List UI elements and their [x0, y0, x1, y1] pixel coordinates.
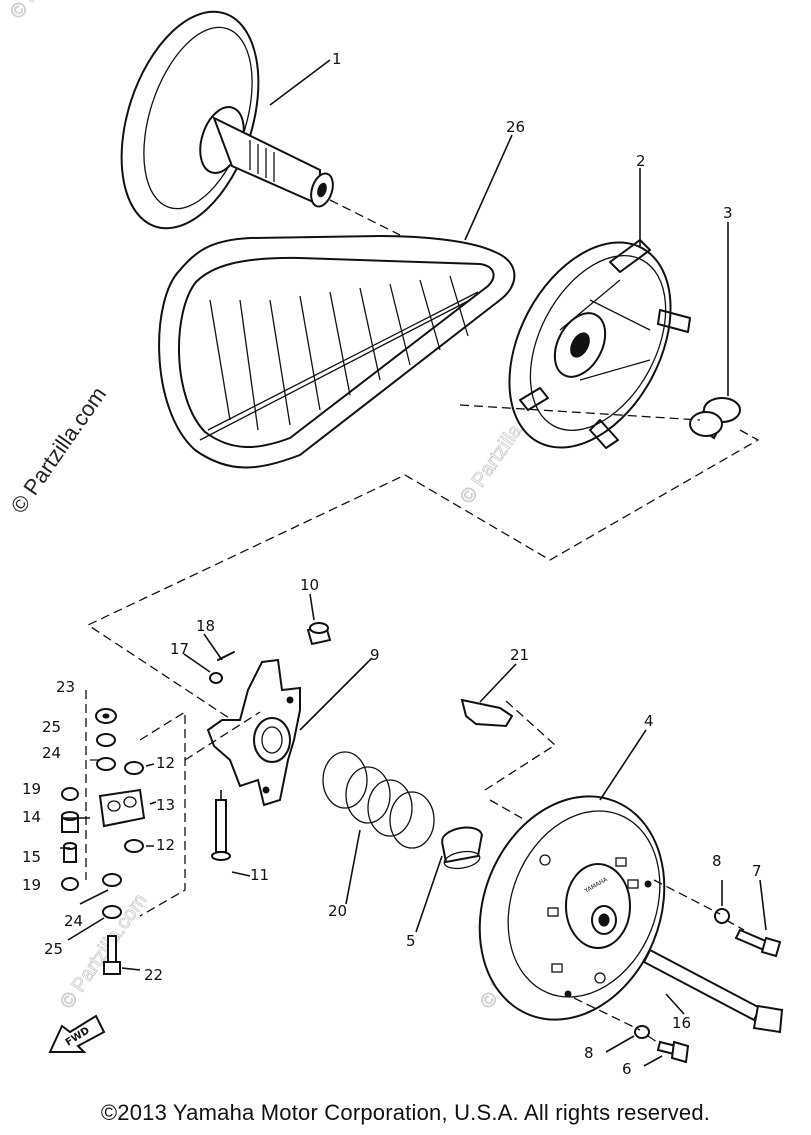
callout-25a: 25: [42, 718, 61, 736]
callout-7: 7: [752, 862, 762, 880]
callout-13: 13: [156, 796, 175, 814]
guide-frame-upper: [86, 404, 760, 746]
callout-8a: 8: [712, 852, 722, 870]
callout-4: 4: [644, 712, 654, 730]
watermark-partzilla: © Partzilla.com: [6, 382, 112, 518]
part-3-bushing: [689, 397, 741, 440]
callout-24a: 24: [42, 744, 61, 762]
guide-line-21: [484, 699, 557, 791]
callout-15: 15: [22, 848, 41, 866]
part-20-spring: [322, 751, 435, 849]
faint-watermarks: © Partzilla.com © Partzilla.com © Partzi…: [6, 0, 572, 1013]
part-10-collar: [306, 622, 332, 646]
guide-lines-stack: [85, 690, 100, 880]
callout-21: 21: [510, 646, 529, 664]
copyright-notice: ©2013 Yamaha Motor Corporation, U.S.A. A…: [100, 1100, 711, 1125]
callout-20: 20: [328, 902, 347, 920]
callout-25b: 25: [44, 940, 63, 958]
guide-frame-left: [139, 710, 261, 917]
callout-6: 6: [622, 1060, 632, 1078]
part-17-18-pin-clip: [209, 651, 235, 684]
part-2-movable-sheave: [508, 239, 691, 449]
callout-numbers: 1 26 2 3 10 18 17 9 21 23 4 25 24 12 19 …: [22, 50, 762, 1078]
left-hardware-stack: [61, 708, 146, 975]
part-11-pin: [211, 799, 231, 861]
callout-18: 18: [196, 617, 215, 635]
callout-12a: 12: [156, 754, 175, 772]
callout-22: 22: [144, 966, 163, 984]
callout-10: 10: [300, 576, 319, 594]
exploded-view-diagram: © Partzilla.com © Partzilla.com © Partzi…: [6, 0, 784, 1078]
callout-26: 26: [506, 118, 525, 136]
leader-lines: [60, 59, 767, 1067]
callout-3: 3: [723, 204, 733, 222]
callout-12b: 12: [156, 836, 175, 854]
guide-line-4: [489, 799, 526, 821]
callout-11: 11: [250, 866, 269, 884]
part-21-weight: [460, 698, 514, 728]
part-26-v-belt: [158, 235, 516, 469]
callout-24b: 24: [64, 912, 83, 930]
fwd-arrow: FWD: [48, 1014, 106, 1053]
callout-19b: 19: [22, 876, 41, 894]
callout-17: 17: [170, 640, 189, 658]
callout-8b: 8: [584, 1044, 594, 1062]
callout-14: 14: [22, 808, 41, 826]
callout-16: 16: [672, 1014, 691, 1032]
bolts-and-washers: [634, 908, 784, 1064]
callout-19a: 19: [22, 780, 41, 798]
part-4-fixed-sheave: YAMAHA: [478, 795, 666, 1021]
callout-9: 9: [370, 646, 380, 664]
guide-line-shaft: [329, 199, 401, 236]
callout-2: 2: [636, 152, 646, 170]
part-5-collar: [441, 826, 483, 870]
part-1-sheave-shaft: [120, 10, 334, 230]
faint-watermark-4: © Partzilla.com: [6, 0, 101, 23]
callout-5: 5: [406, 932, 416, 950]
part-9-spider: [206, 658, 301, 807]
callout-23: 23: [56, 678, 75, 696]
callout-1: 1: [332, 50, 342, 68]
